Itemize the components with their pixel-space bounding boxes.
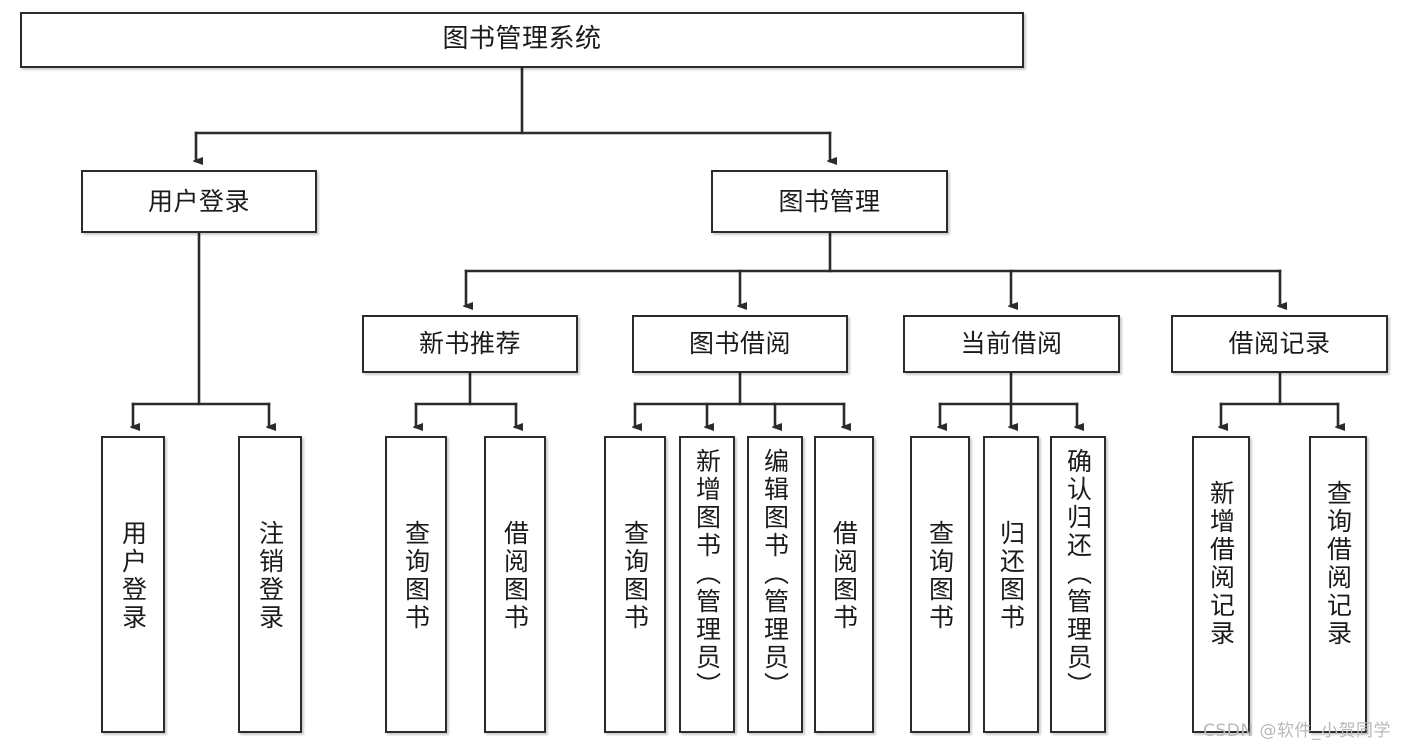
node-label: 编辑图书（管理员） [760,448,790,700]
node-root-book-management-system[interactable]: 图书管理系统 [20,12,1024,68]
node-label: 确认归还（管理员） [1063,448,1093,700]
leaf-user-login[interactable]: 用户登录 [101,436,165,733]
node-label: 查询图书 [620,520,650,632]
node-label: 查询图书 [925,520,955,632]
node-new-book-recommend[interactable]: 新书推荐 [362,315,578,373]
node-label: 查询借阅记录 [1323,480,1353,648]
leaf-query-book-recommend[interactable]: 查询图书 [385,436,447,733]
leaf-add-borrow-record[interactable]: 新增借阅记录 [1192,436,1250,733]
leaf-borrow-book-recommend[interactable]: 借阅图书 [484,436,546,733]
node-label: 图书借阅 [688,329,791,358]
leaf-edit-book[interactable]: 编辑图书（管理员） [747,436,803,733]
node-label: 借阅图书 [500,520,530,632]
leaf-borrow-book-borrow[interactable]: 借阅图书 [814,436,874,733]
leaf-query-borrow-record[interactable]: 查询借阅记录 [1309,436,1367,733]
node-label: 查询图书 [401,520,431,632]
node-book-borrow[interactable]: 图书借阅 [632,315,848,373]
node-label: 注销登录 [255,520,285,632]
leaf-logout[interactable]: 注销登录 [238,436,302,733]
node-label: 用户登录 [147,186,250,216]
leaf-return-book[interactable]: 归还图书 [983,436,1039,733]
node-borrow-record[interactable]: 借阅记录 [1171,315,1388,373]
csdn-watermark: CSDN @软件_小贺同学 [1203,721,1391,741]
node-label: 借阅记录 [1228,329,1331,358]
leaf-query-book-current[interactable]: 查询图书 [910,436,970,733]
leaf-add-book[interactable]: 新增图书（管理员） [679,436,735,733]
node-user-login[interactable]: 用户登录 [81,170,317,233]
node-label: 归还图书 [996,520,1026,632]
leaf-query-book-borrow[interactable]: 查询图书 [604,436,666,733]
node-label: 图书管理 [778,186,881,216]
node-label: 图书管理系统 [442,24,602,55]
leaf-confirm-return[interactable]: 确认归还（管理员） [1050,436,1106,733]
node-label: 新增借阅记录 [1206,480,1236,648]
node-label: 当前借阅 [960,329,1063,358]
node-label: 用户登录 [118,520,148,632]
node-label: 新书推荐 [418,329,521,358]
node-label: 借阅图书 [829,520,859,632]
node-book-management[interactable]: 图书管理 [711,170,948,233]
node-label: 新增图书（管理员） [692,448,722,700]
node-current-borrow[interactable]: 当前借阅 [903,315,1120,373]
